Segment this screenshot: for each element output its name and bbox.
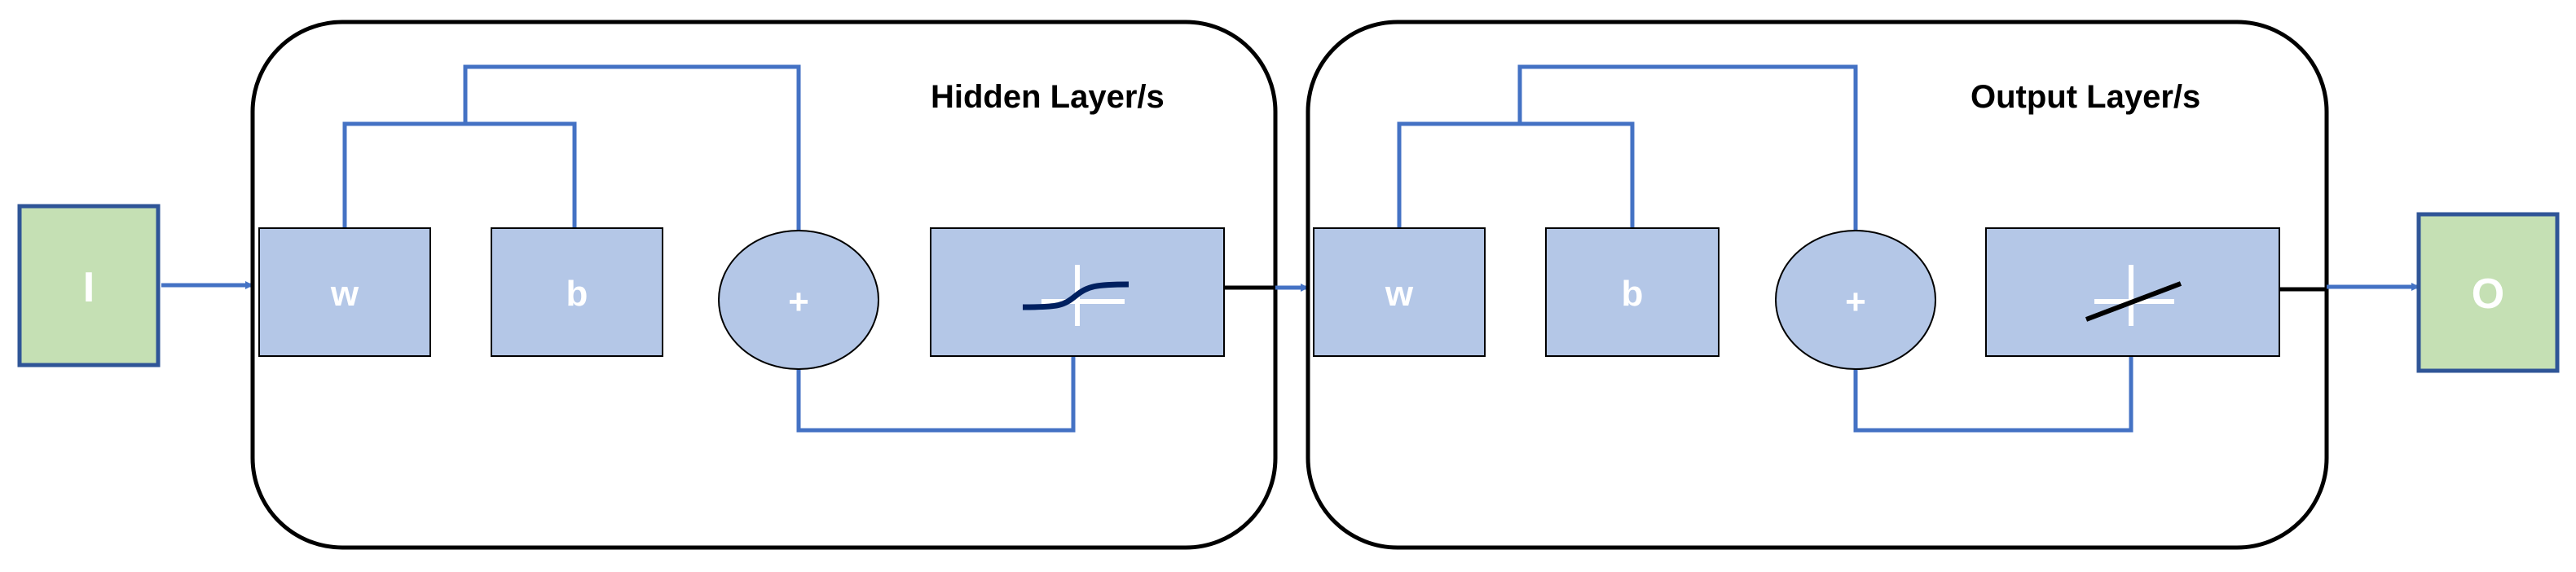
hidden-bias-label: b (566, 274, 588, 314)
output-bias-block (1545, 227, 1720, 357)
output-sum-node (1775, 230, 1936, 370)
input-label: I (83, 264, 95, 311)
hidden-weight-label: w (330, 274, 359, 314)
output-sum-label: + (1845, 282, 1866, 322)
hidden-wb-connector (342, 121, 577, 228)
hidden-layer-title: Hidden Layer/s (931, 79, 1165, 115)
hidden-weight-block (258, 227, 431, 357)
linear-line-icon (2085, 265, 2182, 326)
output-layer-title: Output Layer/s (1971, 79, 2200, 115)
hidden-layer-frame (250, 20, 1278, 550)
hidden-sum-node (718, 230, 879, 370)
output-wb-connector (1397, 121, 1635, 228)
output-node: O (2416, 212, 2560, 373)
output-layer: Output Layer/s w b + (1306, 20, 2329, 550)
sigmoid-curve-icon (1022, 265, 1129, 326)
input-node: I (17, 204, 161, 367)
output-weight-block (1313, 227, 1486, 357)
output-label: O (2472, 271, 2504, 318)
output-bias-label: b (1622, 274, 1644, 314)
hidden-layer: Hidden Layer/s w b + (250, 20, 1278, 550)
hidden-bias-block (491, 227, 663, 357)
hidden-sum-label: + (788, 282, 809, 322)
output-weight-label: w (1385, 274, 1414, 314)
hidden-activation-connector (796, 356, 1076, 433)
hidden-sum-connector (463, 64, 801, 231)
output-activation-connector (1853, 356, 2133, 433)
output-sum-connector (1517, 64, 1858, 231)
